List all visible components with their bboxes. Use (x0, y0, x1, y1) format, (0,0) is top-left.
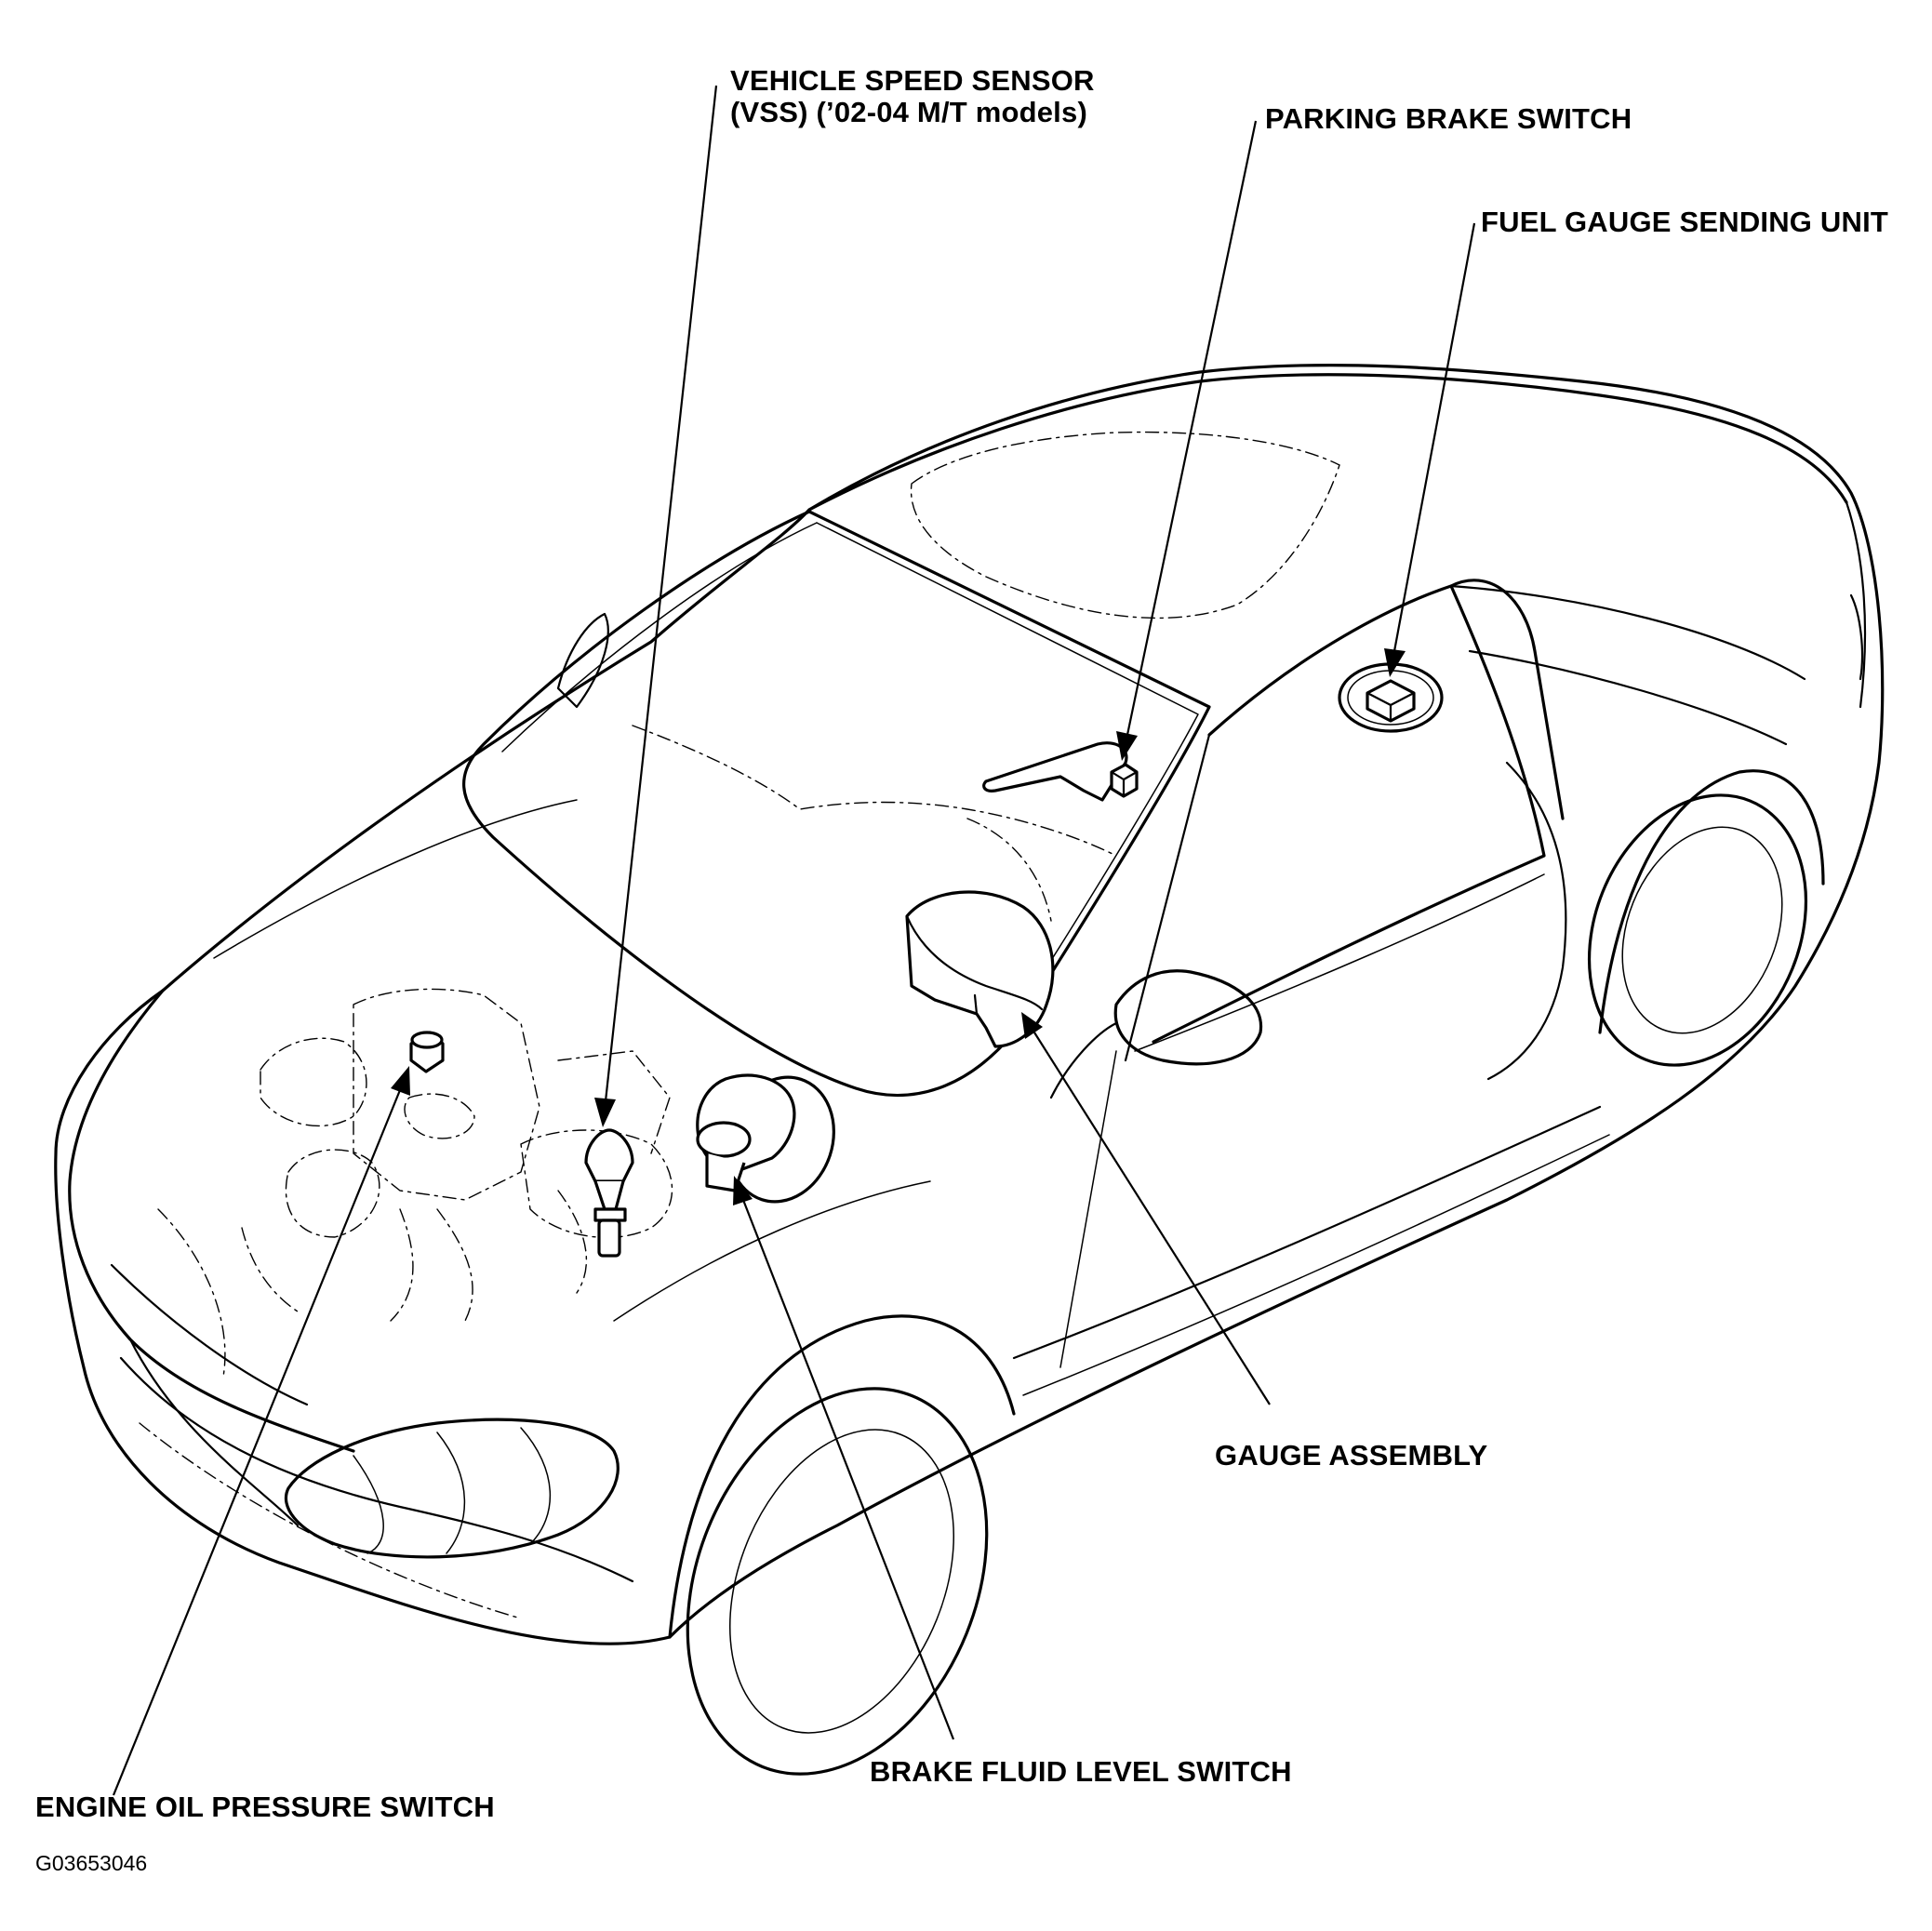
label-parking-brake-switch: PARKING BRAKE SWITCH (1265, 102, 1632, 135)
label-gauge-assembly: GAUGE ASSEMBLY (1215, 1439, 1488, 1472)
label-vehicle-speed-sensor-line1: VEHICLE SPEED SENSOR (730, 64, 1095, 97)
leader-lines (112, 85, 1476, 1796)
engine-oil-arrow-icon (391, 1066, 410, 1096)
vss-arrow-icon (594, 1098, 616, 1127)
vehicle-speed-sensor-part (584, 1128, 634, 1258)
parking-brake-arrow-icon (1116, 731, 1138, 761)
brake-fluid-arrow-icon (733, 1176, 753, 1205)
car-body (54, 363, 1885, 1776)
label-fuel-gauge-sending-unit: FUEL GAUGE SENDING UNIT (1481, 206, 1889, 238)
engine-oil-pressure-switch-part (409, 1031, 445, 1073)
label-engine-oil-pressure-switch: ENGINE OIL PRESSURE SWITCH (35, 1791, 495, 1823)
figure-code: G03653046 (35, 1851, 148, 1875)
gauge-assembly-part (905, 890, 1055, 1048)
parking-brake-switch-part (982, 741, 1139, 802)
label-vehicle-speed-sensor-line2: (VSS) (’02-04 M/T models) (730, 96, 1087, 128)
brake-fluid-level-switch-part (696, 1073, 835, 1204)
gauge-assembly-arrow-icon (1021, 1012, 1043, 1039)
label-brake-fluid-level-switch: BRAKE FLUID LEVEL SWITCH (870, 1755, 1292, 1788)
fuel-gauge-arrow-icon (1384, 648, 1406, 677)
